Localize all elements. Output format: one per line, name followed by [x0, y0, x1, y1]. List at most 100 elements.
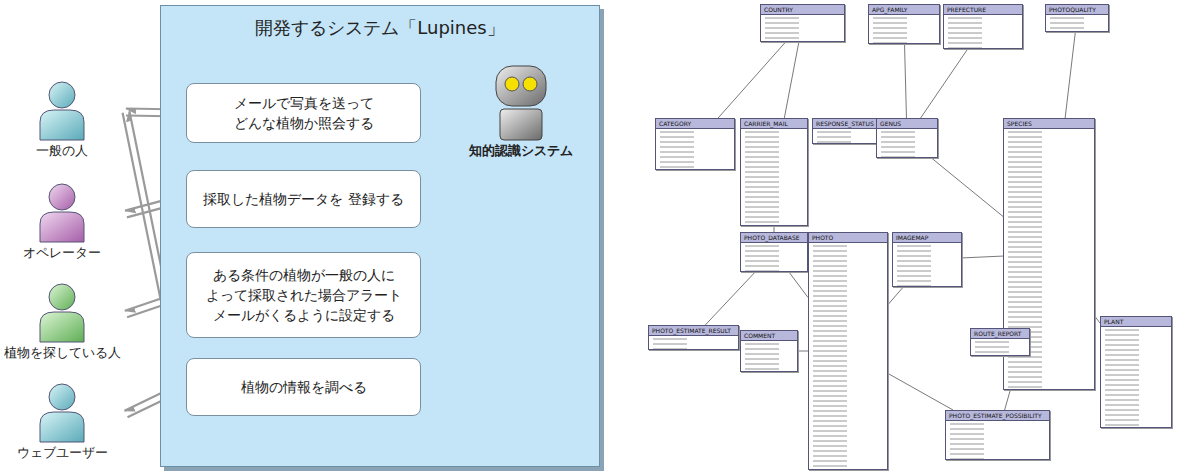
entity-table: ROUTE_REPORT: [970, 328, 1030, 356]
table-name: IMAGEMAP: [893, 233, 961, 243]
entity-table: PREFECTURE: [943, 4, 1023, 49]
field-row-lines: [741, 129, 808, 226]
entity-table: PHOTO: [808, 232, 888, 470]
entity-table: PHOTOQUALITY: [1045, 4, 1109, 32]
relation-path: [718, 42, 786, 118]
system-title: 開発するシステム「Lupines」: [161, 6, 599, 40]
field-row-lines: [761, 15, 845, 42]
actor-figure: 植物を探している人: [2, 282, 122, 366]
relation-path: [789, 272, 808, 297]
system-boundary: メールで写真を送って どんな植物か照会する採取した植物データを 登録するある条件…: [160, 5, 600, 467]
use-case-text: ある条件の植物が一般の人に よって採取された場合アラート メールがくるように設定…: [197, 265, 410, 326]
field-row-lines: [944, 15, 1023, 49]
actor-figure: ウェブユーザー: [2, 382, 122, 466]
entity-table: RESPONSE_STATUS: [812, 118, 882, 144]
actor-icon: [32, 282, 92, 344]
entity-table: COUNTRY: [760, 4, 845, 42]
table-name: PLANT: [1101, 317, 1171, 327]
relation-line: [798, 351, 808, 352]
field-row-lines: [1101, 327, 1172, 428]
relation-path: [888, 373, 953, 410]
robot-actor: 知的認識システム: [451, 64, 591, 164]
relation-path: [905, 44, 907, 118]
actor-label: ウェブユーザー: [2, 444, 122, 462]
actor-label: 一般の人: [2, 142, 122, 160]
table-name: COUNTRY: [761, 5, 844, 15]
actor-label: 植物を探している人: [2, 344, 122, 362]
actor-figure: 一般の人: [2, 80, 122, 164]
relation-line: [784, 42, 799, 118]
entity-table: IMAGEMAP: [892, 232, 962, 287]
field-rows: [877, 129, 938, 158]
robot-body: [500, 109, 542, 140]
field-row-lines: [946, 421, 1050, 460]
field-row-lines: [741, 341, 798, 372]
relation-line: [888, 287, 903, 305]
use-case-box: 採取した植物データを 登録する: [186, 170, 421, 228]
field-row-lines: [813, 129, 882, 144]
field-rows: [946, 421, 1050, 460]
field-row-lines: [649, 336, 739, 350]
table-name: PHOTO: [809, 233, 887, 243]
table-name: CATEGORY: [656, 119, 734, 129]
actor-body: [40, 312, 84, 342]
field-rows: [656, 129, 735, 170]
table-name: ROUTE_REPORT: [971, 329, 1029, 339]
relation-path: [962, 256, 1003, 258]
use-case-text: 植物の情報を調べる: [241, 377, 367, 397]
table-name: COMMENT: [741, 331, 797, 341]
field-rows: [813, 129, 882, 144]
relation-line: [888, 373, 953, 410]
relation-path: [798, 351, 808, 352]
actor-icon: [32, 182, 92, 244]
field-rows: [971, 339, 1030, 356]
field-row-lines: [893, 243, 962, 287]
table-name: APG_FAMILY: [869, 5, 939, 15]
actor-head: [49, 184, 75, 210]
actor-head: [49, 82, 75, 108]
field-row-lines: [971, 339, 1030, 356]
table-name: PHOTO_ESTIMATE_RESULT: [649, 326, 738, 336]
robot-eye: [505, 77, 519, 91]
robot-icon: [486, 64, 556, 142]
field-row-lines: [1046, 15, 1109, 32]
actor-body: [40, 412, 84, 442]
table-name: GENUS: [877, 119, 937, 129]
table-name: CARRIER_MAIL: [741, 119, 807, 129]
relation-path: [888, 287, 903, 305]
relation-line: [705, 272, 755, 325]
use-case-text: メールで写真を送って どんな植物か照会する: [197, 93, 410, 134]
field-rows: [741, 129, 808, 226]
actor-icon: [32, 382, 92, 444]
use-case-text: 採取した植物データを 登録する: [203, 189, 403, 209]
robot-head: [496, 66, 546, 106]
entity-table: COMMENT: [740, 330, 798, 372]
relation-line: [1065, 32, 1075, 118]
relation-line: [718, 42, 786, 118]
field-row-lines: [656, 129, 735, 170]
actor-body: [40, 110, 84, 140]
use-case-box: ある条件の植物が一般の人に よって採取された場合アラート メールがくるように設定…: [186, 252, 421, 338]
field-rows: [1046, 15, 1109, 32]
table-name: RESPONSE_STATUS: [813, 119, 881, 129]
use-case-box: 植物の情報を調べる: [186, 358, 421, 416]
relation-line: [905, 44, 907, 118]
actor-head: [49, 284, 75, 310]
table-name: SPECIES: [1004, 119, 1094, 129]
relation-path: [1065, 32, 1075, 118]
relation-line: [962, 256, 1003, 258]
entity-table: APG_FAMILY: [868, 4, 940, 44]
field-row-lines: [809, 243, 888, 470]
field-row-lines: [877, 129, 938, 158]
relation-line: [1005, 390, 1011, 410]
table-name: PREFECTURE: [944, 5, 1022, 15]
entity-table: PHOTO_DATABASE: [740, 232, 808, 272]
relation-line: [789, 272, 808, 297]
table-name: PHOTO_ESTIMATE_POSSIBILITY: [946, 411, 1049, 421]
relation-path: [921, 49, 968, 118]
entity-table: PHOTO_ESTIMATE_POSSIBILITY: [945, 410, 1050, 460]
table-name: PHOTO_DATABASE: [741, 233, 807, 243]
relation-line: [921, 49, 968, 118]
